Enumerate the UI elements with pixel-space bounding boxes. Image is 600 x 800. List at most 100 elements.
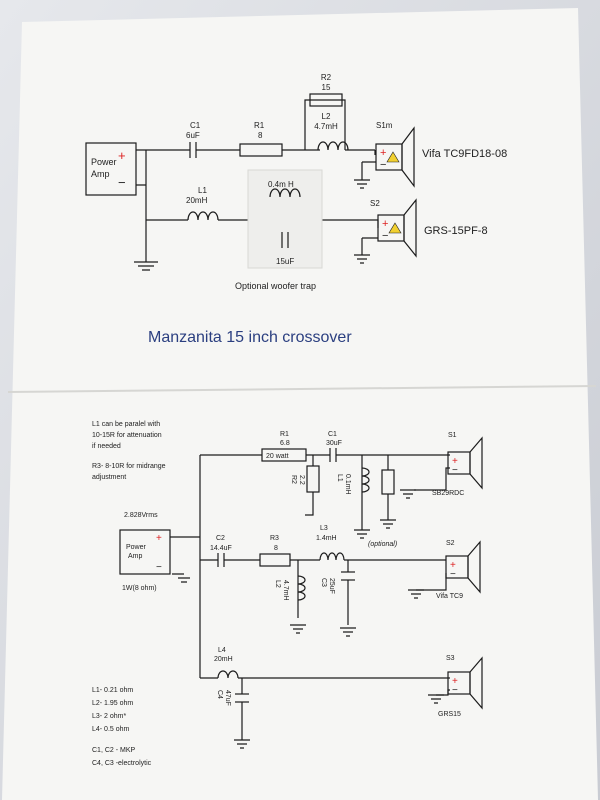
bottom-c2-name: C2 <box>216 535 225 542</box>
bottom-l3-name: L3 <box>320 525 328 532</box>
note-l1-parallel: L1 can be paralel with 10-15R for attenu… <box>92 421 164 450</box>
top-s1-plus: + <box>380 147 386 159</box>
top-amp-label-1: Power <box>91 157 117 167</box>
top-r2 <box>309 93 343 107</box>
bottom-s1-cone <box>469 436 483 490</box>
bottom-l4-name: L4 <box>218 647 226 654</box>
top-s2-minus: − <box>382 230 388 242</box>
trap-cap-value: 15uF <box>276 257 294 266</box>
top-amp-label-2: Amp <box>91 169 110 179</box>
bottom-amp-label-1: Power <box>126 544 147 551</box>
bottom-amp-label-2: Amp <box>128 553 143 560</box>
bottom-s1-plus: + <box>452 456 458 467</box>
top-amp-plus: + <box>118 148 126 163</box>
bottom-ground-l1-icon <box>354 529 370 539</box>
top-r1-name: R1 <box>254 121 265 130</box>
bottom-r3-name: R3 <box>270 535 279 542</box>
bottom-wires <box>170 454 450 740</box>
top-s1-warning-icon <box>386 151 400 163</box>
cap-type-list: C1, C2 - MKP C4, C3 -electrolytic <box>92 747 152 767</box>
top-s2-name: S2 <box>370 199 380 208</box>
top-schematic: Power Amp + − C1 6uF R1 8 R2 15 L2 4.7mH… <box>85 73 507 291</box>
trap-inductor-value: 0.4m H <box>268 180 294 189</box>
bottom-r3-value: 8 <box>274 545 278 552</box>
top-r1-value: 8 <box>258 131 263 140</box>
bottom-ground-s3-icon <box>428 694 444 704</box>
bottom-s2-model: Vifa TC9 <box>436 593 463 600</box>
trap-inductor <box>269 188 301 198</box>
bottom-amp-voltage: 2.828Vrms <box>124 512 158 519</box>
bottom-l1 <box>361 467 370 493</box>
bottom-s2-minus: − <box>450 569 456 580</box>
bottom-s3-plus: + <box>452 676 458 687</box>
top-r2-name: R2 <box>321 73 332 82</box>
top-l1 <box>187 211 219 221</box>
top-s1-cone <box>401 126 415 188</box>
woofer-trap-box <box>247 169 323 269</box>
top-l2 <box>317 141 349 151</box>
bottom-l4 <box>217 670 239 679</box>
top-amp-minus: − <box>118 175 126 190</box>
bottom-r1-name: R1 <box>280 431 289 438</box>
paper-fold <box>7 385 597 393</box>
bottom-ground-s1-icon <box>400 489 416 499</box>
bottom-l2-name: L2 <box>274 580 281 588</box>
bottom-c1-name: C1 <box>328 431 337 438</box>
trap-label: Optional woofer trap <box>235 281 316 291</box>
bottom-s1-name: S1 <box>448 432 457 439</box>
bottom-s3-cone <box>469 656 483 710</box>
bottom-r2-value: 2.2 <box>298 475 305 485</box>
top-c1-value: 6uF <box>186 131 200 140</box>
bottom-amp-plus: + <box>156 533 162 544</box>
bottom-amp-power: 1W(8 ohm) <box>122 585 157 592</box>
bottom-l1-name: L1 <box>336 474 343 482</box>
bottom-ground-l2-icon <box>290 624 306 634</box>
top-s1-minus: − <box>380 159 386 171</box>
bottom-r2 <box>306 465 320 493</box>
bottom-c1-value: 30uF <box>326 440 342 447</box>
bottom-c4-value: 47uF <box>224 690 231 706</box>
top-ground-amp-icon <box>134 261 158 271</box>
bottom-ground-c4-icon <box>234 739 250 749</box>
top-l2-name: L2 <box>322 112 331 121</box>
top-s1-model: Vifa TC9FD18-08 <box>422 148 507 160</box>
bottom-r1-rating: 20 watt <box>266 453 289 460</box>
bottom-optional-resistor <box>381 469 395 495</box>
top-amp-box <box>85 142 137 196</box>
bottom-ground-s2-icon <box>408 589 424 599</box>
top-s2-cone <box>403 198 417 258</box>
bottom-l4-value: 20mH <box>214 656 233 663</box>
top-r1 <box>239 143 283 157</box>
top-s1-name: S1m <box>376 121 393 130</box>
bottom-amp-box <box>119 529 171 575</box>
top-ground-s2-icon <box>354 254 370 264</box>
bottom-r3 <box>259 553 291 567</box>
bottom-schematic: L1 can be paralel with 10-15R for attenu… <box>92 421 483 767</box>
top-l1-value: 20mH <box>186 196 208 205</box>
bottom-s2-name: S2 <box>446 540 455 547</box>
bottom-s2-plus: + <box>450 560 456 571</box>
bottom-s1-minus: − <box>452 465 458 476</box>
page-title: Manzanita 15 inch crossover <box>148 329 352 346</box>
bottom-c3-value: 25uF <box>328 578 335 594</box>
bottom-s3-model: GRS15 <box>438 711 461 718</box>
bottom-r1-value: 6.8 <box>280 440 290 447</box>
bottom-l1-value: 0.1mH <box>344 474 351 495</box>
dcr-list: L1- 0.21 ohm L2- 1.95 ohm L3- 2 ohm* L4-… <box>92 687 135 733</box>
top-ground-s1-icon <box>354 179 370 189</box>
bottom-c3-name: C3 <box>320 578 327 587</box>
bottom-l3-value: 1.4mH <box>316 535 337 542</box>
bottom-r1 <box>261 448 307 462</box>
bottom-r2-name: R2 <box>290 475 297 484</box>
top-c1-name: C1 <box>190 121 201 130</box>
top-r2-value: 15 <box>322 83 331 92</box>
paper <box>2 8 598 800</box>
bottom-s2-cone <box>467 540 481 594</box>
bottom-ground-c3-icon <box>340 627 356 637</box>
bottom-s3-name: S3 <box>446 655 455 662</box>
top-l1-name: L1 <box>198 186 207 195</box>
top-l2-value: 4.7mH <box>314 122 338 131</box>
bottom-l3 <box>319 552 345 561</box>
